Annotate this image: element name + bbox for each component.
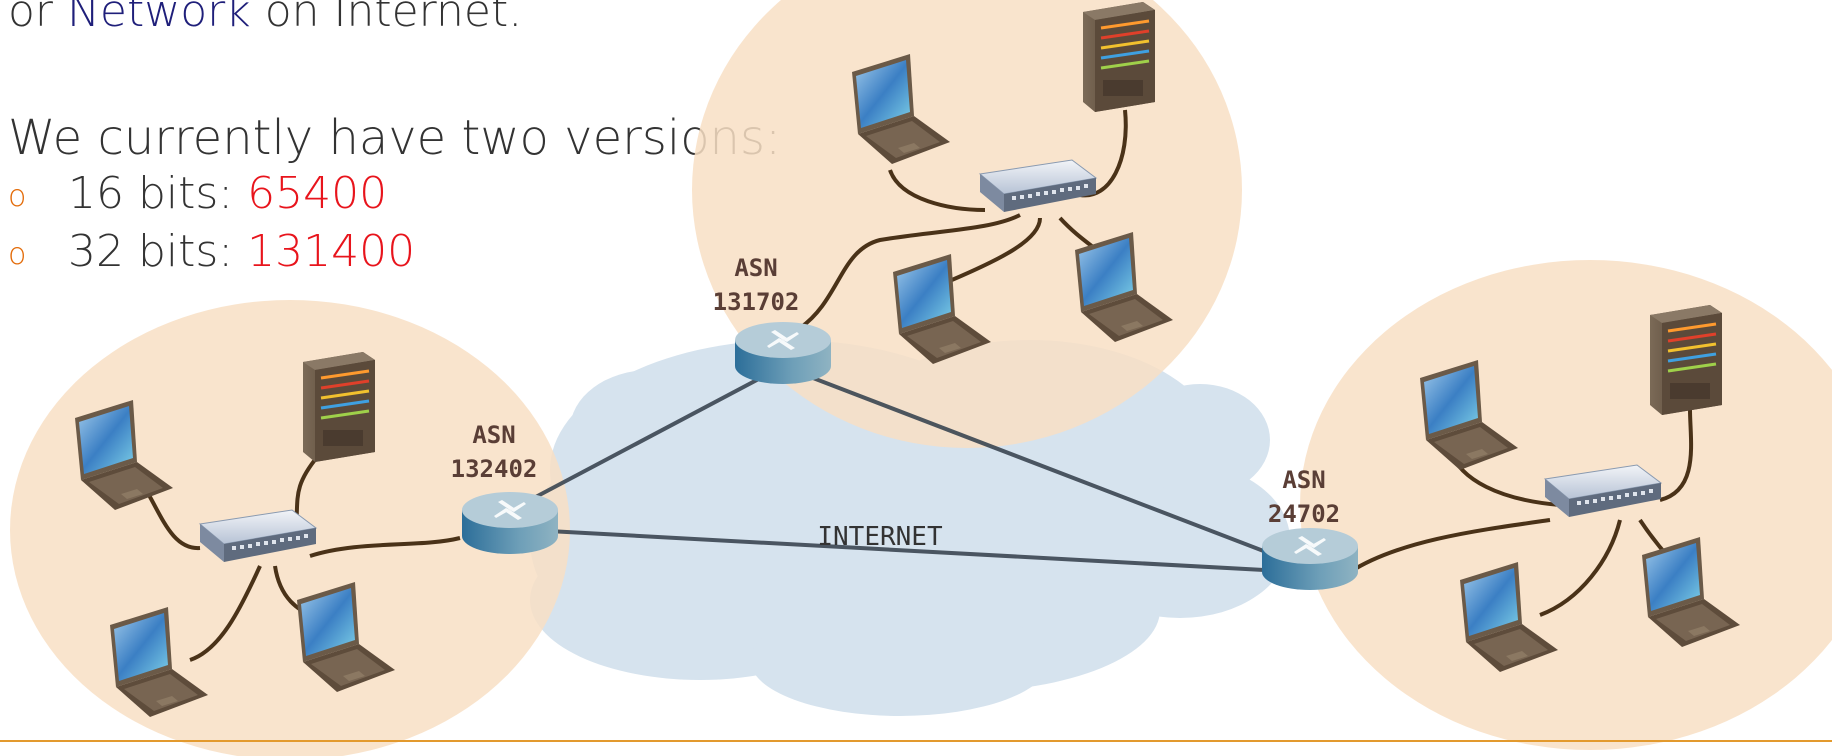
- server-icon: [301, 350, 377, 464]
- router-asn-number: 131702: [713, 288, 800, 316]
- bullet-32bit-value: 131400: [247, 226, 416, 277]
- router-links: [529, 371, 1301, 574]
- intro-suffix: on Internet.: [250, 0, 523, 37]
- internet-label: INTERNET: [817, 522, 943, 552]
- network-term: Network: [67, 0, 251, 37]
- link-131702-24702: [799, 371, 1301, 567]
- router-asn-label: ASN: [734, 254, 777, 282]
- footer-divider: [0, 740, 1832, 742]
- router-asn-number: 24702: [1268, 500, 1340, 528]
- cables-left: [138, 454, 461, 662]
- bullet-32bit: o 32 bits: 131400: [8, 226, 415, 277]
- router-icon: [735, 322, 831, 384]
- bullet-32bit-label: 32 bits:: [68, 226, 248, 277]
- router-icon: [462, 492, 558, 554]
- link-132402-24702: [529, 528, 1301, 574]
- bullet-marker-icon: o: [8, 178, 27, 214]
- server-icon: [1081, 0, 1157, 114]
- router-asn-label: ASN: [1282, 466, 1325, 494]
- versions-heading: We currently have two versions:: [8, 110, 782, 166]
- intro-prefix: or: [8, 0, 67, 37]
- intro-line: or Network on Internet.: [8, 0, 522, 37]
- router-asn-number: 132402: [451, 455, 538, 483]
- bullet-marker-icon: o: [8, 236, 27, 272]
- bullet-16bit-label: 16 bits:: [68, 168, 248, 219]
- bullet-16bit-value: 65400: [247, 168, 388, 219]
- router-asn-label: ASN: [472, 421, 515, 449]
- bullet-16bit: o 16 bits: 65400: [8, 168, 387, 219]
- router-icon: [1262, 528, 1358, 590]
- link-132402-131702: [529, 371, 771, 502]
- server-icon: [1648, 303, 1724, 417]
